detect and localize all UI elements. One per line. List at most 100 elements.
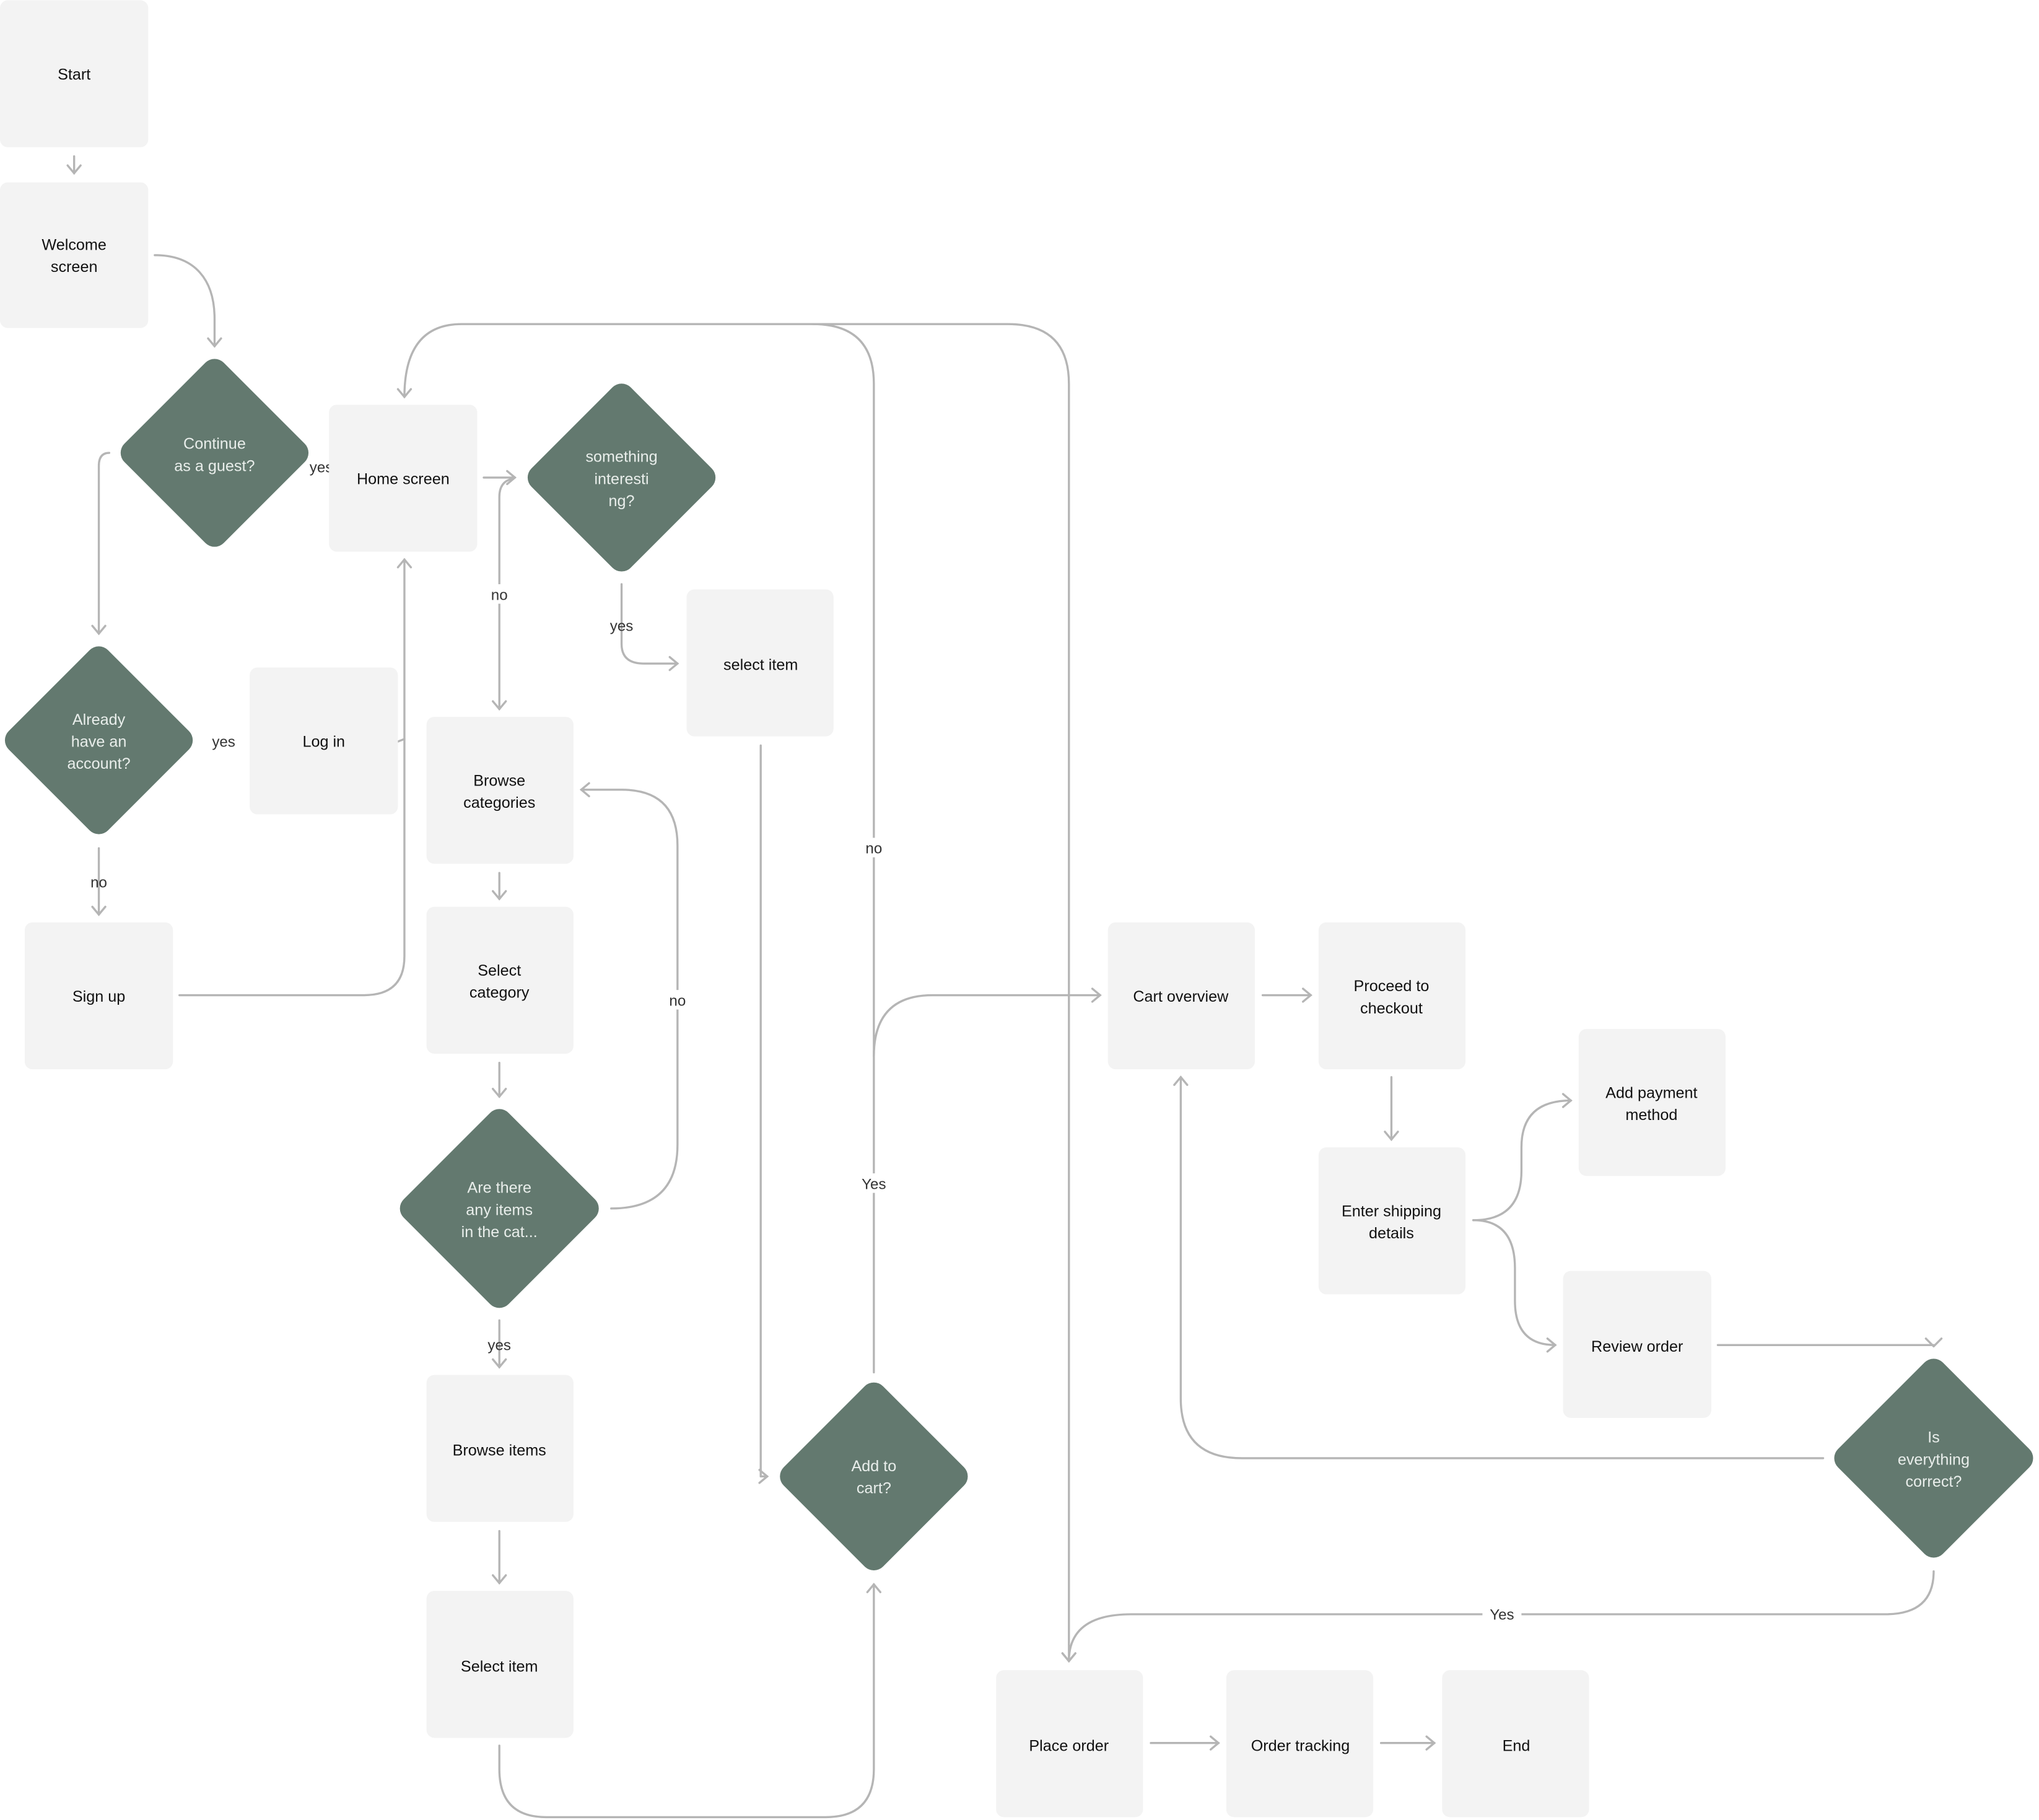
svg-text:End: End: [1503, 1737, 1530, 1754]
connectors: [66, 155, 1943, 1819]
node-label: Welcome: [41, 237, 107, 254]
edge-interesting-no: [492, 478, 513, 711]
node-label: cart?: [857, 1480, 891, 1497]
node-start[interactable]: Start: [0, 0, 149, 147]
node-label: ng?: [609, 492, 635, 510]
node-add-payment[interactable]: Add payment method: [1578, 1029, 1726, 1176]
edge-correct-yes-place: [1061, 1570, 1935, 1663]
node-home-screen[interactable]: Home screen: [329, 405, 478, 552]
edge-labels: yes no yes yes no no yes no Yes Yes: [90, 460, 1522, 1624]
node-browse-categories[interactable]: Browse categories: [426, 717, 574, 864]
edge-items-no: [579, 782, 679, 1210]
decision-add-to-cart[interactable]: Add to cart?: [775, 1377, 974, 1576]
edge-correct-overview: [1173, 1075, 1825, 1459]
node-browse-items[interactable]: Browse items: [426, 1375, 574, 1522]
node-label: select item: [723, 657, 798, 674]
node-label: Already: [72, 711, 126, 728]
node-label: correct?: [1905, 1473, 1962, 1490]
svg-text:Sign up: Sign up: [72, 988, 125, 1005]
node-label: Cart overview: [1133, 988, 1229, 1005]
node-end[interactable]: End: [1442, 1670, 1589, 1818]
svg-text:Select item: Select item: [461, 1658, 538, 1675]
svg-text:Browse items: Browse items: [453, 1442, 546, 1459]
node-label: Sign up: [72, 988, 125, 1005]
svg-text:Log in: Log in: [302, 733, 345, 751]
node-label: interesti: [594, 470, 648, 488]
node-label: Log in: [302, 733, 345, 751]
node-label: End: [1503, 1737, 1530, 1754]
node-label: any items: [466, 1201, 533, 1218]
node-label: Enter shipping: [1342, 1202, 1441, 1220]
node-welcome-screen[interactable]: Welcome screen: [0, 182, 149, 328]
node-label: something: [585, 448, 657, 466]
label-account-yes: yes: [212, 734, 235, 751]
node-label: Are there: [467, 1179, 531, 1197]
edge-shipping-payment: [1472, 1093, 1573, 1222]
node-label: everything: [1898, 1451, 1970, 1468]
node-enter-shipping[interactable]: Enter shipping details: [1318, 1147, 1466, 1295]
svg-text:Order tracking: Order tracking: [1251, 1737, 1350, 1754]
node-label: Browse: [473, 772, 525, 789]
edge-review-correct-head: [1924, 1337, 1943, 1348]
node-cart-overview[interactable]: Cart overview: [1107, 922, 1255, 1070]
node-label: Place order: [1029, 1737, 1109, 1754]
edge-guest-account: [91, 452, 111, 636]
edge-selectitem-cart: [498, 1582, 882, 1819]
node-label: method: [1625, 1106, 1677, 1124]
label-cart-yes: Yes: [862, 1176, 886, 1192]
node-select-item-top[interactable]: select item: [686, 589, 834, 737]
label-guest-yes: yes: [310, 460, 333, 476]
label-cart-no: no: [865, 841, 882, 857]
label-items-no: no: [669, 992, 686, 1009]
node-label: Review order: [1591, 1338, 1683, 1355]
node-label: Order tracking: [1251, 1737, 1350, 1754]
decision-items-in-category[interactable]: Are there any items in the cat...: [395, 1104, 604, 1313]
node-label: Add payment: [1605, 1084, 1697, 1101]
label-items-yes: yes: [487, 1337, 511, 1354]
node-label: categories: [463, 794, 535, 812]
node-label: in the cat...: [461, 1223, 538, 1241]
edge-login-home: [396, 738, 406, 743]
svg-text:Cart overview: Cart overview: [1133, 988, 1229, 1005]
decision-continue-guest[interactable]: Continue as a guest?: [115, 354, 314, 553]
node-place-order[interactable]: Place order: [996, 1670, 1143, 1818]
decision-something-interesting[interactable]: something interesti ng?: [522, 378, 721, 577]
node-label: checkout: [1360, 1000, 1423, 1017]
node-label: Continue: [183, 435, 246, 453]
edge-top-placeorder: [811, 323, 1076, 1663]
label-interesting-no: no: [491, 587, 508, 603]
node-label: Add to: [851, 1458, 896, 1475]
node-sign-up[interactable]: Sign up: [24, 922, 173, 1070]
node-label: Browse items: [453, 1442, 546, 1459]
node-label: details: [1369, 1225, 1414, 1242]
edge-cart-yes-overview: [873, 987, 1102, 1057]
label-interesting-yes: yes: [610, 618, 634, 635]
node-label: Select item: [461, 1658, 538, 1675]
node-label: category: [469, 984, 530, 1002]
node-label: screen: [51, 258, 98, 276]
node-log-in[interactable]: Log in: [250, 667, 398, 815]
label-account-no: no: [90, 874, 107, 891]
edge-topselect-cart: [758, 744, 769, 1484]
node-select-item-lower[interactable]: Select item: [426, 1591, 574, 1738]
node-review-order[interactable]: Review order: [1563, 1271, 1711, 1418]
node-order-tracking[interactable]: Order tracking: [1226, 1670, 1374, 1818]
svg-text:Home screen: Home screen: [357, 470, 450, 488]
svg-text:Review order: Review order: [1591, 1338, 1683, 1355]
node-label: as a guest?: [174, 457, 255, 475]
